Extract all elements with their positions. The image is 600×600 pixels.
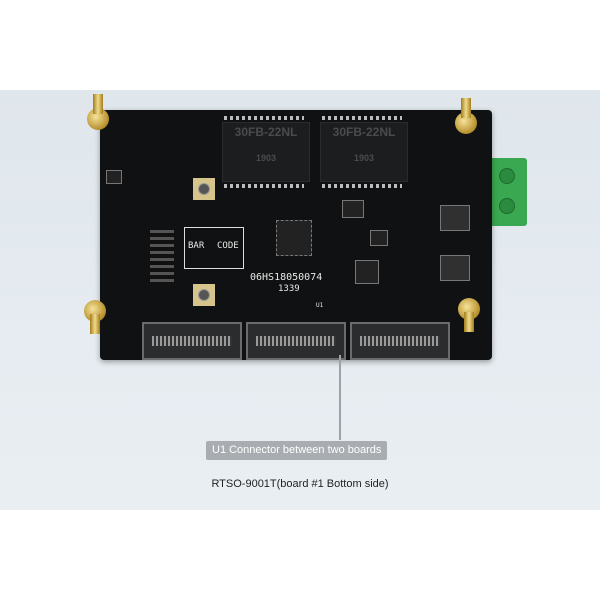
u1-connector-left xyxy=(142,322,242,360)
chip-date-code: 1903 xyxy=(353,153,375,163)
barcode-label: CODE xyxy=(217,241,239,251)
serial-number: 06HS18050074 xyxy=(250,272,323,283)
connector-ref: U1 xyxy=(316,302,324,309)
power-transistor xyxy=(440,205,470,231)
u1-connector-right xyxy=(350,322,450,360)
transformer-chip-right: 30FB-22NL 1903 xyxy=(320,122,408,182)
u1-connector-middle xyxy=(246,322,346,360)
barcode-box: BAR CODE xyxy=(184,227,244,269)
mounting-hole xyxy=(193,178,215,200)
chip-marking: 30FB-22NL xyxy=(234,125,298,139)
pin-array xyxy=(150,230,174,285)
serial-sub: 1339 xyxy=(278,284,300,294)
photo-caption: RTSO-9001T(board #1 Bottom side) xyxy=(211,478,389,490)
smd-component xyxy=(106,170,122,184)
barcode-label: BAR xyxy=(188,241,205,251)
transformer-chip-left: 30FB-22NL 1903 xyxy=(222,122,310,182)
brass-standoff xyxy=(458,298,480,332)
power-transistor xyxy=(440,255,470,281)
smd-ic xyxy=(355,260,379,284)
callout-leader-line xyxy=(339,355,341,440)
green-terminal-block xyxy=(485,158,527,226)
callout-label: U1 Connector between two boards xyxy=(206,441,388,460)
screw-icon xyxy=(499,198,515,214)
brass-standoff xyxy=(84,300,106,334)
chip-marking: 30FB-22NL xyxy=(332,125,396,139)
screw-icon xyxy=(499,168,515,184)
brass-standoff xyxy=(87,94,109,130)
pcb-board: 30FB-22NL 1903 30FB-22NL 1903 BAR CODE 0… xyxy=(100,110,492,360)
chip-date-code: 1903 xyxy=(255,153,277,163)
ic-footprint xyxy=(276,220,312,256)
mounting-hole xyxy=(193,284,215,306)
smd-component xyxy=(342,200,364,218)
smd-component xyxy=(370,230,388,246)
brass-standoff xyxy=(455,98,477,134)
